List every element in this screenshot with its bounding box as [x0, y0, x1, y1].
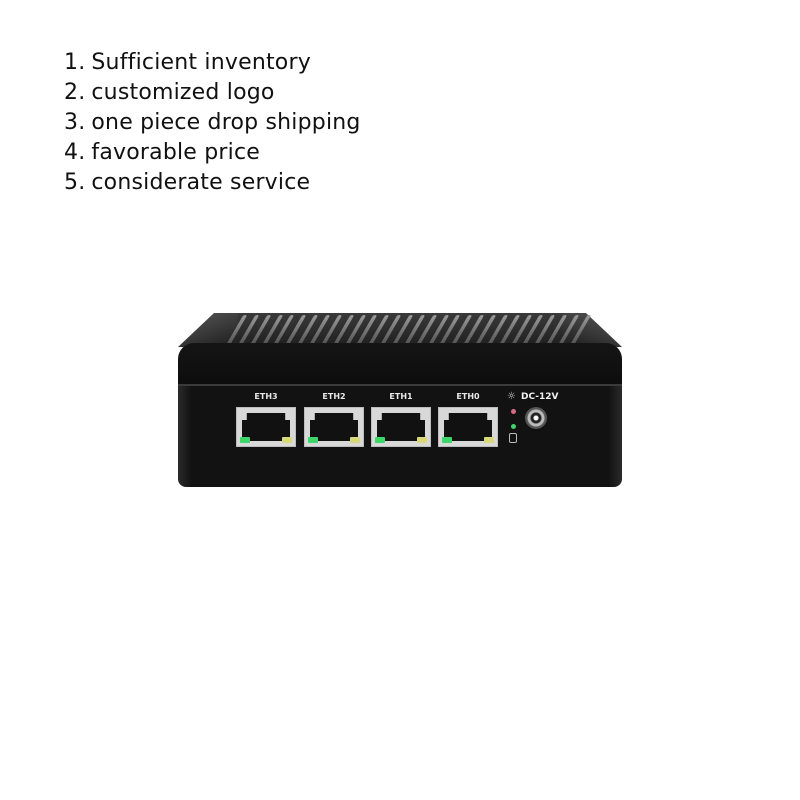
- feature-item: 3.one piece drop shipping: [64, 110, 361, 135]
- heatsink-lid: [178, 313, 622, 385]
- hdd-icon: [509, 433, 517, 443]
- port-eth3: ETH3: [236, 391, 296, 447]
- rj45-port-icon: [304, 407, 364, 447]
- port-eth1: ETH1: [371, 391, 431, 447]
- port-eth2: ETH2: [304, 391, 364, 447]
- power-led-icon: [511, 409, 516, 414]
- feature-item: 1.Sufficient inventory: [64, 50, 311, 75]
- mini-pc-router-image: ETH3 ETH2 ETH1 ETH0 ☼ DC-12V: [178, 313, 622, 487]
- port-eth0: ETH0: [438, 391, 498, 447]
- feature-item: 2.customized logo: [64, 80, 275, 105]
- feature-item: 4.favorable price: [64, 140, 260, 165]
- lightbulb-icon: ☼: [507, 391, 516, 402]
- feature-item: 5.considerate service: [64, 170, 311, 195]
- rj45-port-icon: [236, 407, 296, 447]
- dc-power-label: DC-12V: [521, 392, 559, 402]
- rj45-port-icon: [438, 407, 498, 447]
- power-status-panel: ☼ DC-12V: [503, 391, 583, 451]
- feature-list: 1.Sufficient inventory 2.customized logo…: [64, 48, 361, 198]
- front-panel: ETH3 ETH2 ETH1 ETH0 ☼ DC-12V: [178, 386, 622, 487]
- rj45-port-icon: [371, 407, 431, 447]
- status-led-icon: [511, 424, 516, 429]
- dc-jack-icon: [525, 407, 547, 429]
